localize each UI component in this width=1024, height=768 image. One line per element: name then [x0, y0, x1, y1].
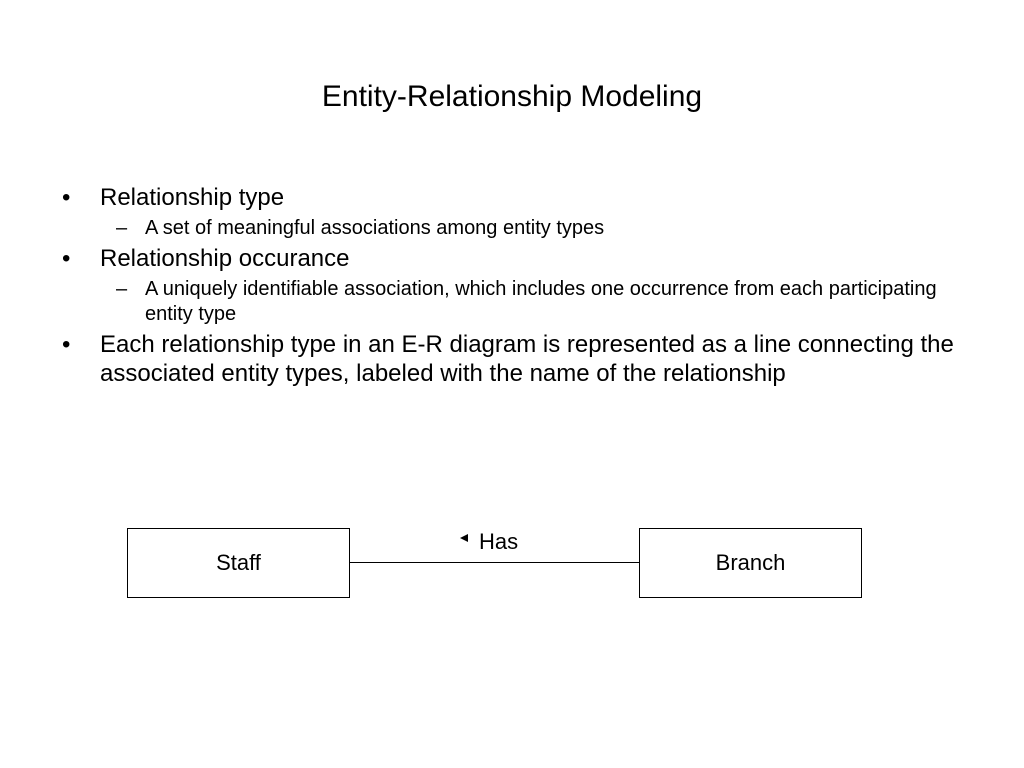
- bullet-item: • Each relationship type in an E-R diagr…: [56, 330, 966, 388]
- sub-bullet-text: A uniquely identifiable association, whi…: [145, 278, 937, 325]
- relationship-line: [350, 562, 639, 563]
- sub-bullet-list: – A uniquely identifiable association, w…: [100, 277, 966, 327]
- entity-label-branch: Branch: [715, 550, 786, 575]
- bullet-marker: •: [62, 245, 71, 272]
- triangle-left-icon: [460, 534, 468, 542]
- slide-title: Entity-Relationship Modeling: [321, 80, 703, 113]
- bullet-text: Relationship type: [100, 184, 285, 211]
- bullet-text: Relationship occurance: [100, 245, 350, 272]
- sub-bullet-marker: –: [116, 278, 128, 300]
- bullet-text: Each relationship type in an E-R diagram…: [100, 331, 954, 387]
- bullet-marker: •: [62, 331, 71, 358]
- sub-bullet-item: – A set of meaningful associations among…: [100, 216, 966, 241]
- bullet-marker: •: [62, 184, 71, 211]
- entity-box-staff[interactable]: Staff: [127, 528, 350, 598]
- sub-bullet-item: – A uniquely identifiable association, w…: [100, 277, 966, 327]
- entity-label-staff: Staff: [216, 550, 261, 575]
- bullet-item: • Relationship occurance – A uniquely id…: [56, 244, 966, 327]
- bullet-list: • Relationship type – A set of meaningfu…: [56, 183, 966, 388]
- relationship-label[interactable]: Has: [460, 529, 518, 555]
- sub-bullet-marker: –: [116, 217, 128, 239]
- bullet-item: • Relationship type – A set of meaningfu…: [56, 183, 966, 241]
- sub-bullet-list: – A set of meaningful associations among…: [100, 216, 966, 241]
- relationship-label-text: Has: [479, 529, 519, 554]
- sub-bullet-text: A set of meaningful associations among e…: [145, 217, 605, 239]
- entity-box-branch[interactable]: Branch: [639, 528, 862, 598]
